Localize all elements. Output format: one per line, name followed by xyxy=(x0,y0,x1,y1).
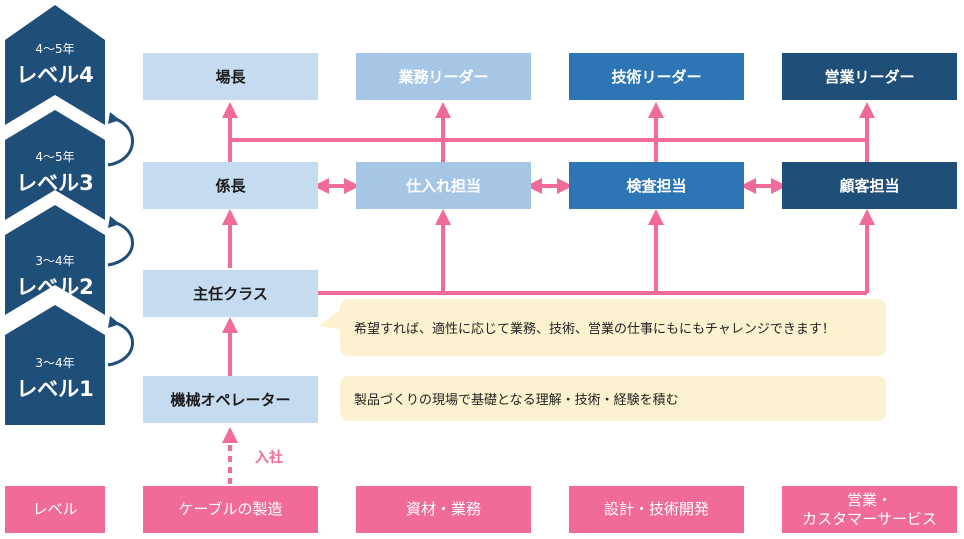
level-2-years: 3～4年 xyxy=(35,254,75,268)
level-1-years: 3～4年 xyxy=(35,356,75,370)
inspection-box: 検査担当 xyxy=(569,162,744,209)
level-3-years: 4～5年 xyxy=(35,150,75,164)
level-4: 4～5年 レベル4 xyxy=(0,40,110,89)
foundation-note: 製品づくりの現場で基礎となる理解・技術・経験を積む xyxy=(340,376,886,421)
level-up-arrows xyxy=(107,116,134,367)
level-4-name: レベル4 xyxy=(16,63,94,87)
level-3-name: レベル3 xyxy=(16,171,94,195)
level-4-years: 4～5年 xyxy=(35,42,75,56)
level-1-name: レベル1 xyxy=(16,377,94,401)
join-label: 入社 xyxy=(255,450,283,466)
level-chevrons xyxy=(5,5,105,425)
factory-manager-box: 場長 xyxy=(143,53,318,100)
purchasing-box: 仕入れ担当 xyxy=(356,162,531,209)
chief-class-box: 主任クラス xyxy=(143,270,318,317)
level-1: 3～4年 レベル1 xyxy=(0,354,110,403)
challenge-note: 希望すれば、適性に応じて業務、技術、営業の仕事にもにもチャレンジできます！ xyxy=(340,299,886,356)
business-leader-box: 業務リーダー xyxy=(356,53,531,100)
operator-box: 機械オペレーター xyxy=(143,376,318,423)
bottom-level: レベル xyxy=(5,486,105,533)
level-2: 3～4年 レベル2 xyxy=(0,252,110,301)
note-tail xyxy=(318,306,345,330)
bottom-sales: 営業・ カスタマーサービス xyxy=(782,486,957,533)
level-2-name: レベル2 xyxy=(16,275,94,299)
bottom-design: 設計・技術開発 xyxy=(569,486,744,533)
sales-leader-box: 営業リーダー xyxy=(782,53,957,100)
bottom-cable: ケーブルの製造 xyxy=(143,486,318,533)
level-3: 4～5年 レベル3 xyxy=(0,148,110,197)
tech-leader-box: 技術リーダー xyxy=(569,53,744,100)
bottom-sales-line2: カスタマーサービス xyxy=(802,509,937,528)
section-chief-box: 係長 xyxy=(143,162,318,209)
bottom-materials: 資材・業務 xyxy=(356,486,531,533)
customer-box: 顧客担当 xyxy=(782,162,957,209)
bottom-sales-line1: 営業・ xyxy=(846,490,892,509)
